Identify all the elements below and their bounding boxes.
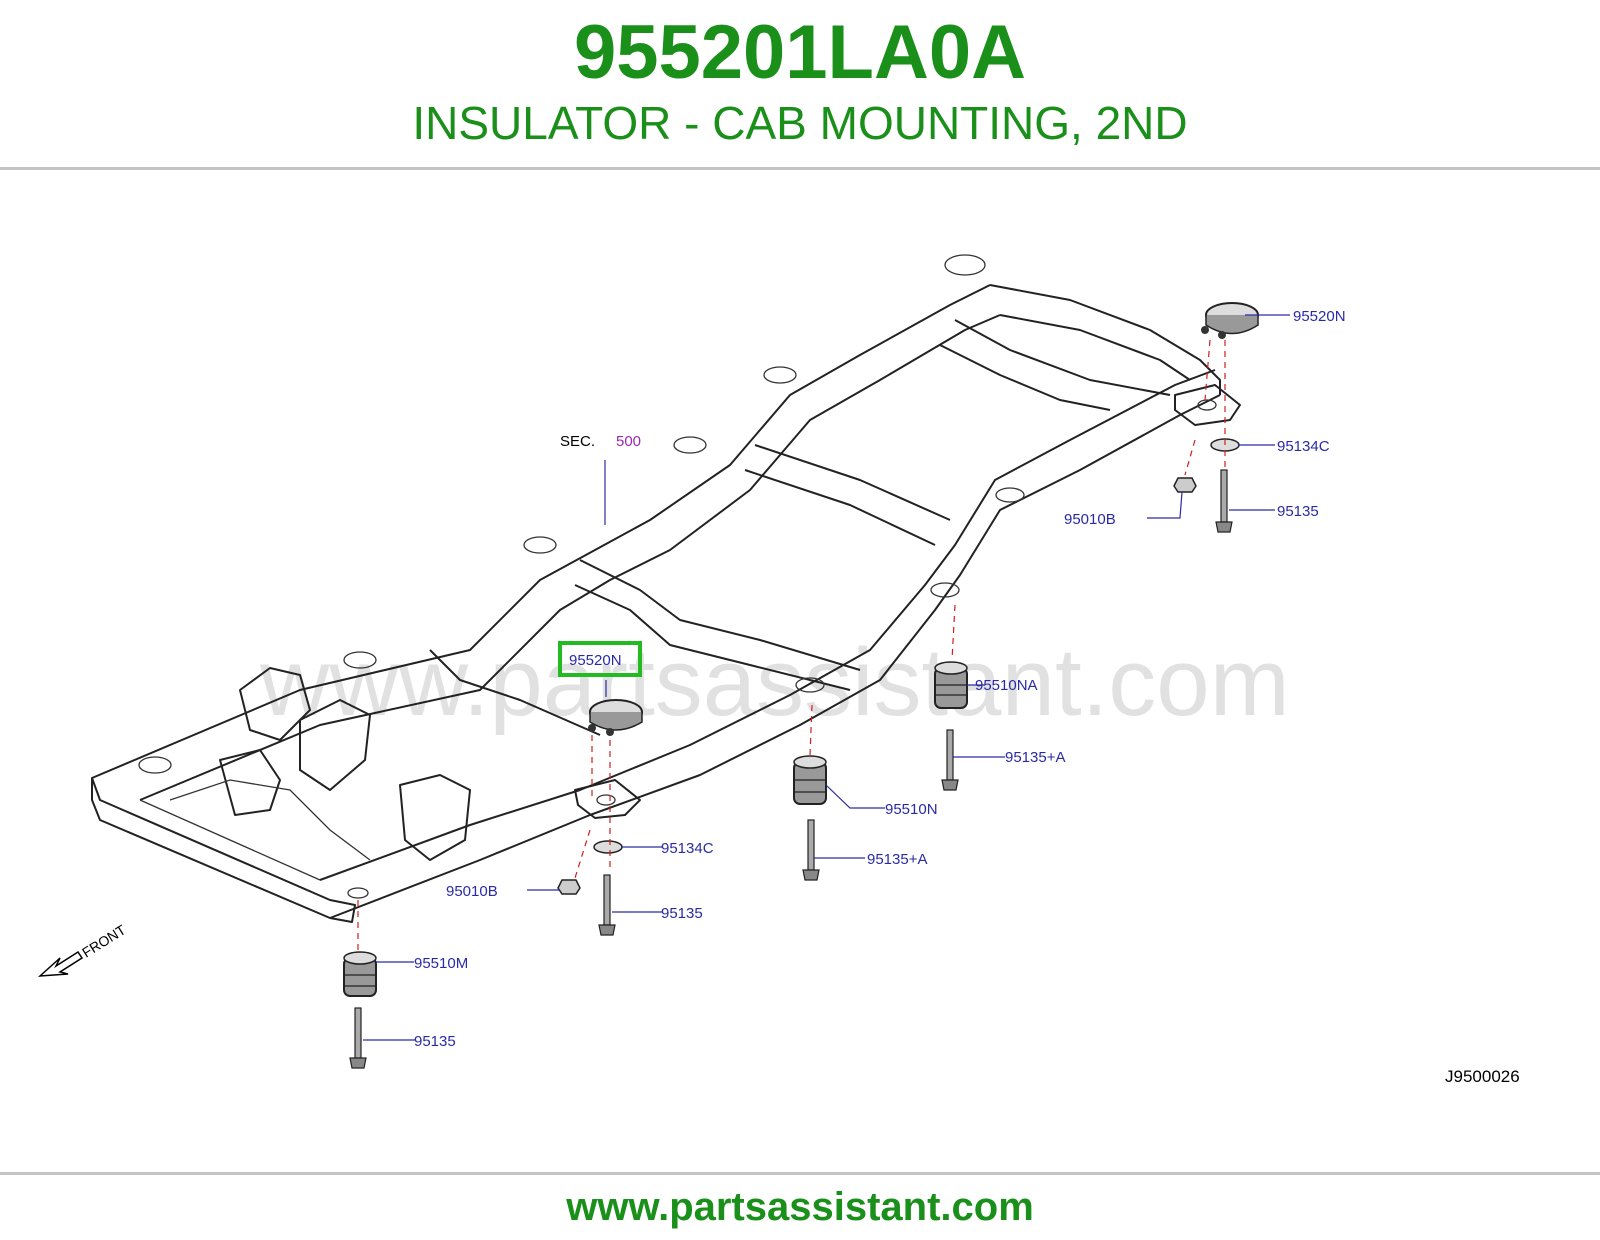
front-arrow-icon <box>37 950 84 977</box>
figure-code: J9500026 <box>1445 1067 1520 1086</box>
header-divider <box>0 167 1600 170</box>
part-number: 955201LA0A <box>573 10 1027 95</box>
mid-insulator-part <box>793 755 827 805</box>
footer-divider <box>0 1172 1600 1175</box>
callout-rear-bolt[interactable]: 95135 <box>1277 503 1319 520</box>
rear-insulator-part <box>1201 302 1259 339</box>
callout-mid-bolt[interactable]: 95135+A <box>867 851 927 868</box>
highlighted-insulator-part <box>588 699 643 736</box>
part-description: INSULATOR - CAB MOUNTING, 2ND <box>412 97 1188 149</box>
callout-mid-insulator[interactable]: 95510N <box>885 801 938 818</box>
callout-front-bolt[interactable]: 95135 <box>661 905 703 922</box>
front-nut-part <box>557 879 581 895</box>
front-lower-bolt-part <box>349 1007 367 1069</box>
callout-mid-insulator-a[interactable]: 95510NA <box>975 677 1038 694</box>
alignment-lines <box>357 339 1226 952</box>
header: 955201LA0A INSULATOR - CAB MOUNTING, 2ND <box>0 0 1600 168</box>
callout-front-lower-bolt[interactable]: 95135 <box>414 1033 456 1050</box>
callout-front-washer[interactable]: 95134C <box>661 840 714 857</box>
callout-rear-nut[interactable]: 95010B <box>1064 511 1116 528</box>
mid-insulator-a-part <box>934 661 968 709</box>
callout-front-nut[interactable]: 95010B <box>446 883 498 900</box>
chassis-frame <box>91 254 1241 923</box>
mid-bolt-part <box>802 819 820 881</box>
leader-lines <box>363 314 1290 1041</box>
section-ref-link[interactable]: 500 <box>616 433 641 450</box>
callout-rear-washer[interactable]: 95134C <box>1277 438 1330 455</box>
highlight-box <box>558 641 642 677</box>
callout-highlighted-part[interactable]: 95520N <box>569 652 622 669</box>
callout-mid-bolt-a[interactable]: 95135+A <box>1005 749 1065 766</box>
footer-url-link[interactable]: www.partsassistant.com <box>566 1185 1034 1229</box>
mid-bolt-a-part <box>941 729 959 791</box>
rear-nut-part <box>1173 477 1197 493</box>
watermark-text: www.partsassistant.com <box>259 629 1290 736</box>
front-label: FRONT <box>79 921 129 960</box>
front-washer-part <box>593 840 623 854</box>
callout-rear-insulator[interactable]: 95520N <box>1293 308 1346 325</box>
rear-bolt-part <box>1215 469 1233 533</box>
section-label: SEC. <box>560 433 595 450</box>
front-bolt-part <box>598 874 616 936</box>
front-insulator-part <box>343 951 377 997</box>
callout-front-insulator[interactable]: 95510M <box>414 955 468 972</box>
